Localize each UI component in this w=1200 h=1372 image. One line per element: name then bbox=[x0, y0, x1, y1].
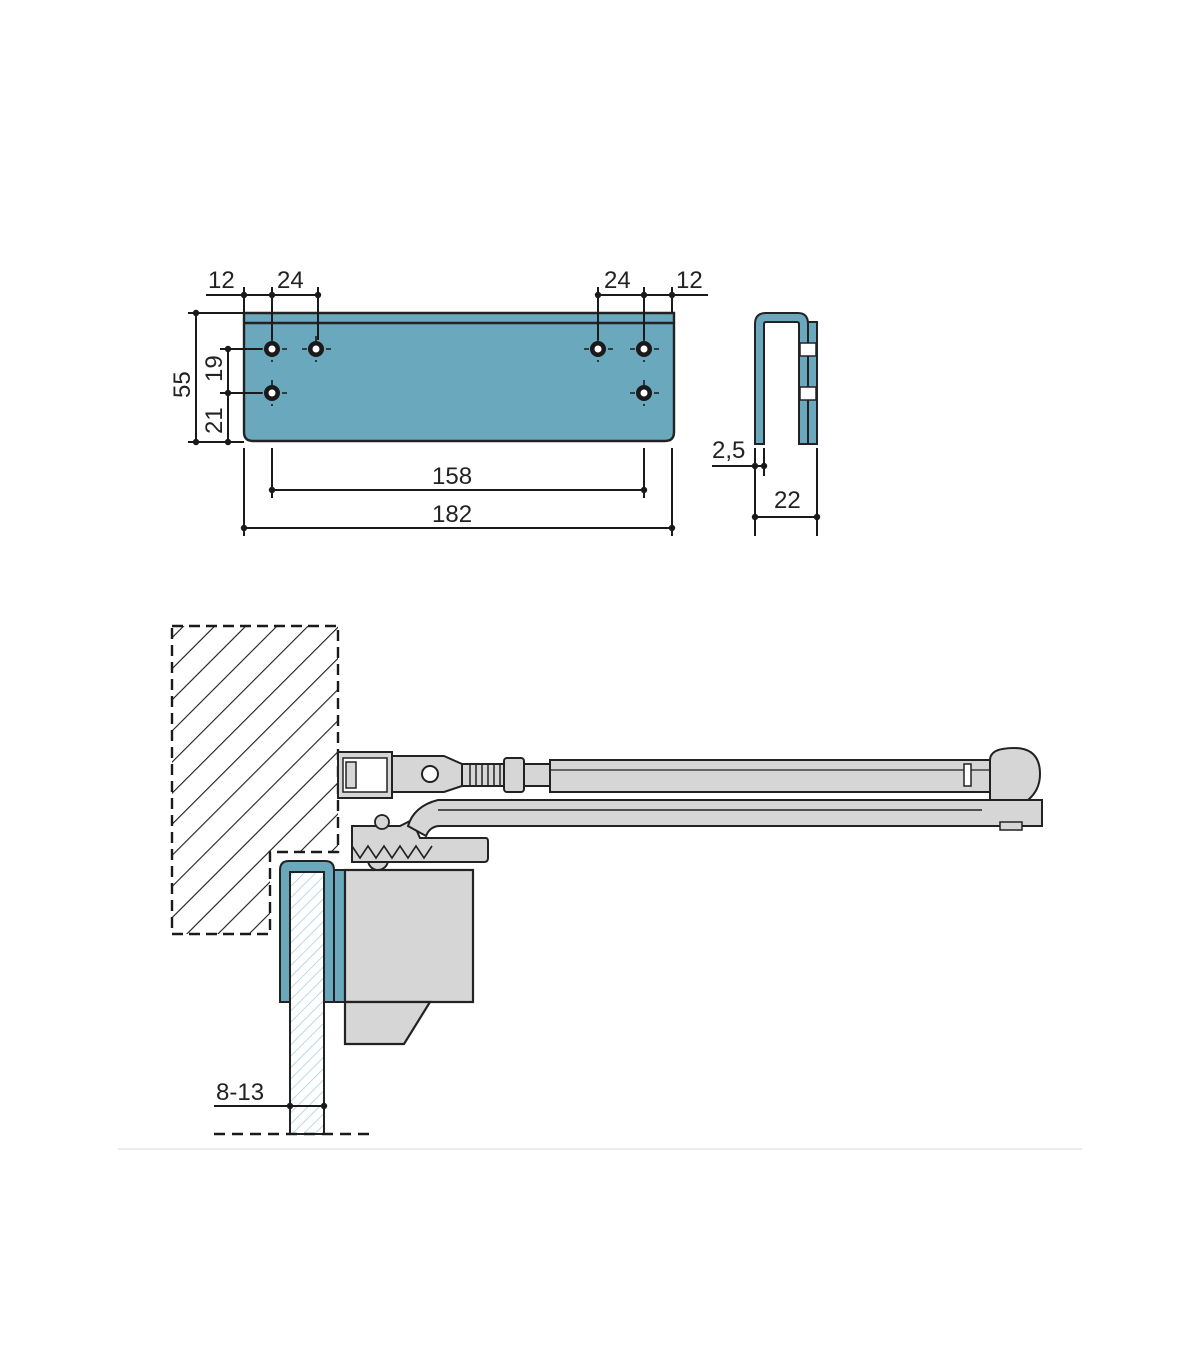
u-profile bbox=[754, 312, 809, 445]
assembly-view: 8-13 bbox=[170, 624, 1043, 1136]
hole-icon bbox=[258, 380, 288, 406]
dim-height-total: 55 bbox=[169, 371, 196, 398]
elbow-joint bbox=[989, 746, 1042, 801]
glass-clamp bbox=[279, 860, 335, 1003]
lock-nut bbox=[503, 757, 525, 793]
dim-depth: 22 bbox=[774, 487, 801, 514]
dim-length-total: 182 bbox=[432, 501, 472, 528]
hole-icon bbox=[258, 336, 288, 362]
dim-height-upper: 19 bbox=[201, 355, 228, 382]
threaded-rod bbox=[461, 763, 505, 787]
side-dimension-lines bbox=[712, 448, 821, 536]
arm-clamp bbox=[351, 818, 489, 863]
dim-top-left-edge: 12 bbox=[208, 267, 235, 294]
dim-height-lower: 21 bbox=[201, 407, 228, 434]
closer-cover bbox=[343, 1000, 432, 1046]
left-dimension-lines bbox=[188, 309, 262, 446]
clamp-strip bbox=[807, 321, 818, 445]
closer-arm bbox=[406, 799, 1043, 838]
mounting-holes bbox=[258, 336, 660, 406]
glass-door-panel bbox=[290, 872, 324, 1134]
closer-body bbox=[343, 868, 475, 1004]
dim-hole-span: 158 bbox=[432, 463, 472, 490]
top-dimension-lines bbox=[206, 287, 708, 340]
link-tube bbox=[549, 759, 991, 793]
hole-icon bbox=[630, 380, 660, 406]
hole-icon bbox=[302, 336, 332, 362]
dim-top-left-hole: 24 bbox=[277, 267, 304, 294]
dim-glass-thickness: 8-13 bbox=[216, 1079, 264, 1106]
dim-thickness: 2,5 bbox=[712, 437, 745, 464]
dim-top-right-hole: 24 bbox=[604, 267, 631, 294]
plate-side-view: 2,5 22 bbox=[712, 312, 821, 536]
mounting-plate bbox=[242, 311, 676, 443]
door-frame-wall bbox=[172, 626, 338, 934]
plate-front-view: 12 24 24 12 55 19 21 bbox=[169, 267, 708, 536]
hole-icon bbox=[584, 336, 614, 362]
hole-icon bbox=[630, 336, 660, 362]
dim-top-right-edge: 12 bbox=[676, 267, 703, 294]
glass-dimension-lines bbox=[214, 1102, 374, 1136]
bottom-dimension-lines bbox=[240, 448, 676, 536]
